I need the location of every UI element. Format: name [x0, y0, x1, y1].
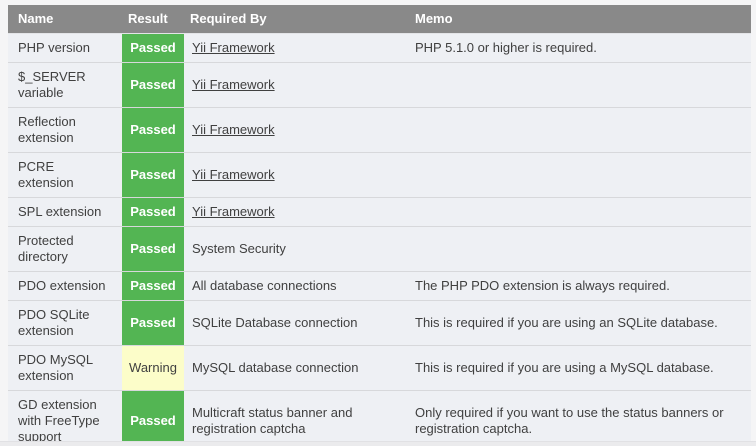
required-by-cell: Yii Framework — [184, 152, 407, 198]
memo-text — [407, 152, 751, 198]
required-by-link[interactable]: Yii Framework — [192, 40, 275, 55]
bottom-divider — [0, 441, 756, 446]
memo-text — [407, 226, 751, 272]
required-by-cell: System Security — [184, 226, 407, 272]
col-header-name: Name — [8, 5, 122, 34]
required-by-link[interactable]: Yii Framework — [192, 77, 275, 92]
memo-text: This is required if you are using an SQL… — [407, 300, 751, 346]
memo-text — [407, 62, 751, 108]
required-by-cell: SQLite Database connection — [184, 300, 407, 346]
col-header-memo: Memo — [407, 5, 751, 34]
memo-text — [407, 197, 751, 227]
required-by-text: MySQL database connection — [192, 360, 359, 375]
requirement-name: PHP version — [8, 33, 122, 63]
result-badge: Passed — [122, 33, 184, 63]
col-header-result: Result — [122, 5, 184, 34]
result-badge: Passed — [122, 197, 184, 227]
required-by-text: System Security — [192, 241, 286, 256]
table-header-row: Name Result Required By Memo — [8, 5, 751, 34]
required-by-cell: Yii Framework — [184, 107, 407, 153]
memo-text: The PHP PDO extension is always required… — [407, 271, 751, 301]
required-by-cell: Multicraft status banner and registratio… — [184, 390, 407, 446]
requirement-name: PDO MySQL extension — [8, 345, 122, 391]
requirement-name: GD extension with FreeType support — [8, 390, 122, 446]
requirement-name: Protected directory — [8, 226, 122, 272]
memo-text: PHP 5.1.0 or higher is required. — [407, 33, 751, 63]
result-badge: Passed — [122, 271, 184, 301]
result-badge: Passed — [122, 300, 184, 346]
required-by-text: SQLite Database connection — [192, 315, 358, 330]
requirement-name: SPL extension — [8, 197, 122, 227]
requirement-name: PDO SQLite extension — [8, 300, 122, 346]
required-by-text: All database connections — [192, 278, 337, 293]
memo-text: This is required if you are using a MySQ… — [407, 345, 751, 391]
col-header-required-by: Required By — [184, 5, 407, 34]
result-badge: Passed — [122, 62, 184, 108]
requirements-table: Name Result Required By Memo PHP version… — [8, 5, 751, 446]
required-by-link[interactable]: Yii Framework — [192, 122, 275, 137]
result-badge: Warning — [122, 345, 184, 391]
required-by-text: Multicraft status banner and registratio… — [192, 405, 353, 436]
memo-text: Only required if you want to use the sta… — [407, 390, 751, 446]
required-by-cell: Yii Framework — [184, 33, 407, 63]
requirement-name: PDO extension — [8, 271, 122, 301]
result-badge: Passed — [122, 226, 184, 272]
requirements-check-panel: Name Result Required By Memo PHP version… — [8, 5, 751, 446]
required-by-link[interactable]: Yii Framework — [192, 167, 275, 182]
required-by-link[interactable]: Yii Framework — [192, 204, 275, 219]
required-by-cell: Yii Framework — [184, 62, 407, 108]
result-badge: Passed — [122, 390, 184, 446]
result-badge: Passed — [122, 107, 184, 153]
requirement-name: PCRE extension — [8, 152, 122, 198]
required-by-cell: All database connections — [184, 271, 407, 301]
required-by-cell: MySQL database connection — [184, 345, 407, 391]
memo-text — [407, 107, 751, 153]
required-by-cell: Yii Framework — [184, 197, 407, 227]
result-badge: Passed — [122, 152, 184, 198]
requirement-name: Reflection extension — [8, 107, 122, 153]
requirement-name: $_SERVER variable — [8, 62, 122, 108]
